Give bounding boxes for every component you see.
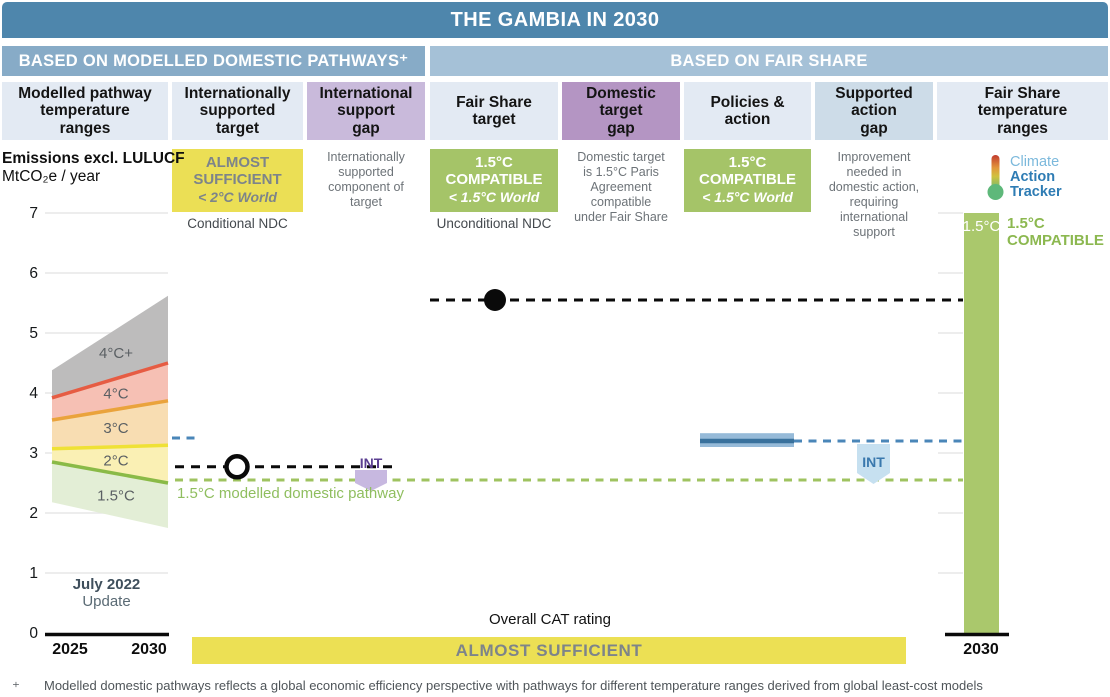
conditional-ndc-label: Conditional NDC [187, 216, 288, 231]
pathway-band-4°C [52, 363, 168, 420]
fair-share-range-bar [964, 213, 999, 633]
column-header-supported-action-gap: Supported action gap [815, 82, 933, 140]
column-header-internationally-supported-target: Internationally supported target [172, 82, 303, 140]
logo-word-climate: Climate [1010, 154, 1060, 170]
int-marker-international-support-gap [355, 470, 387, 491]
climate-action-tracker-logo: Climate Action Tracker [986, 153, 1062, 201]
update-month: July 2022 [72, 576, 141, 593]
fair-share-bar-label: 1.5°C [963, 218, 1001, 235]
y-tick-label: 7 [29, 205, 38, 222]
rating-world-text: < 1.5°C World [702, 189, 793, 206]
footnote: ⁺ Modelled domestic pathways reflects a … [12, 678, 1102, 696]
x-tick-2030-left: 2030 [131, 641, 167, 658]
update-word: Update [82, 593, 131, 611]
modelled-pathway-line-label: 1.5°C modelled domestic pathway [177, 485, 404, 502]
pathway-band-label: 3°C [103, 420, 128, 437]
column-header-international-support-gap: International support gap [307, 82, 425, 140]
rating-text: 1.5°C COMPATIBLE [699, 153, 796, 188]
y-tick-label: 3 [29, 445, 38, 462]
conditional-ndc-marker [224, 454, 250, 480]
column-header-fair-share-target: Fair Share target [430, 82, 558, 140]
update-date-label: July 2022 Update [45, 576, 168, 611]
y-axis-title-main: Emissions excl. LULUCF [2, 150, 185, 167]
overall-rating-bar: ALMOST SUFFICIENT [192, 637, 906, 664]
page-title: THE GAMBIA IN 2030 [2, 2, 1108, 38]
column-header-modelled-pathway-ranges: Modelled pathway temperature ranges [2, 82, 168, 140]
pathway-band-label: 2°C [103, 452, 128, 469]
y-tick-label: 2 [29, 505, 38, 522]
rating-world-text: < 1.5°C World [448, 189, 540, 206]
pathway-band-label: 1.5°C [97, 487, 135, 504]
unconditional-ndc-label: Unconditional NDC [436, 216, 552, 231]
rating-world-text: < 2°C World [198, 189, 277, 206]
pathway-band-edge [51, 399, 169, 422]
int-marker-label: INT [862, 454, 885, 470]
column-header-domestic-target-gap: Domestic target gap [562, 82, 680, 140]
column-header-policies-action: Policies & action [684, 82, 811, 140]
fair-share-compatible-label: 1.5°C COMPATIBLE [1007, 215, 1104, 250]
int-marker-supported-action-gap [857, 444, 890, 484]
footnote-text: Modelled domestic pathways reflects a gl… [44, 678, 983, 693]
overall-rating-caption: Overall CAT rating [489, 611, 611, 628]
column-header-fair-share-temperature-ranges: Fair Share temperature ranges [937, 82, 1108, 140]
pathway-band-2°C [52, 445, 168, 483]
x-tick-2030-right: 2030 [963, 641, 999, 658]
rating-badge-policies-action: 1.5°C COMPATIBLE < 1.5°C World [684, 149, 811, 212]
section-header-fair-share: BASED ON FAIR SHARE [430, 46, 1108, 76]
y-tick-label: 5 [29, 325, 38, 342]
gap-note-domestic-target: Domestic target is 1.5°C Paris Agreement… [574, 150, 668, 224]
logo-word-tracker: Tracker [1010, 184, 1062, 201]
pathway-band-edge [51, 443, 169, 451]
section-header-modelled-pathways: BASED ON MODELLED DOMESTIC PATHWAYS⁺ [2, 46, 425, 76]
rating-badge-internationally-supported: ALMOST SUFFICIENT < 2°C World [172, 149, 303, 212]
y-tick-label: 6 [29, 265, 38, 282]
footnote-marker: ⁺ [12, 679, 20, 696]
rating-text: 1.5°C COMPATIBLE [445, 153, 543, 188]
gap-note-supported-action: Improvement needed in domestic action, r… [828, 150, 920, 239]
pathway-band-label: 4°C+ [99, 345, 133, 362]
thermometer-icon [987, 155, 1004, 200]
y-axis-title-units: MtCO₂e / year [2, 168, 101, 185]
pathway-band-4°C+ [52, 295, 168, 398]
rating-badge-fair-share-target: 1.5°C COMPATIBLE < 1.5°C World [430, 149, 558, 212]
y-tick-label: 1 [29, 565, 38, 582]
pathway-band-edge [51, 361, 169, 400]
unconditional-ndc-marker [484, 289, 506, 311]
logo-word-action: Action [1010, 169, 1056, 186]
pathway-band-edge [51, 460, 169, 485]
x-tick-2025: 2025 [52, 641, 88, 658]
gap-note-international-support: Internationally supported component of t… [327, 150, 405, 209]
pathway-band-3°C [52, 400, 168, 449]
int-marker-label: INT [360, 455, 383, 471]
pathway-band-label: 4°C [103, 386, 128, 403]
y-axis-title: Emissions excl. LULUCF MtCO₂e / year [2, 150, 185, 186]
rating-text: ALMOST SUFFICIENT [193, 153, 282, 188]
y-tick-label: 4 [29, 385, 38, 402]
y-tick-label: 0 [29, 625, 38, 642]
